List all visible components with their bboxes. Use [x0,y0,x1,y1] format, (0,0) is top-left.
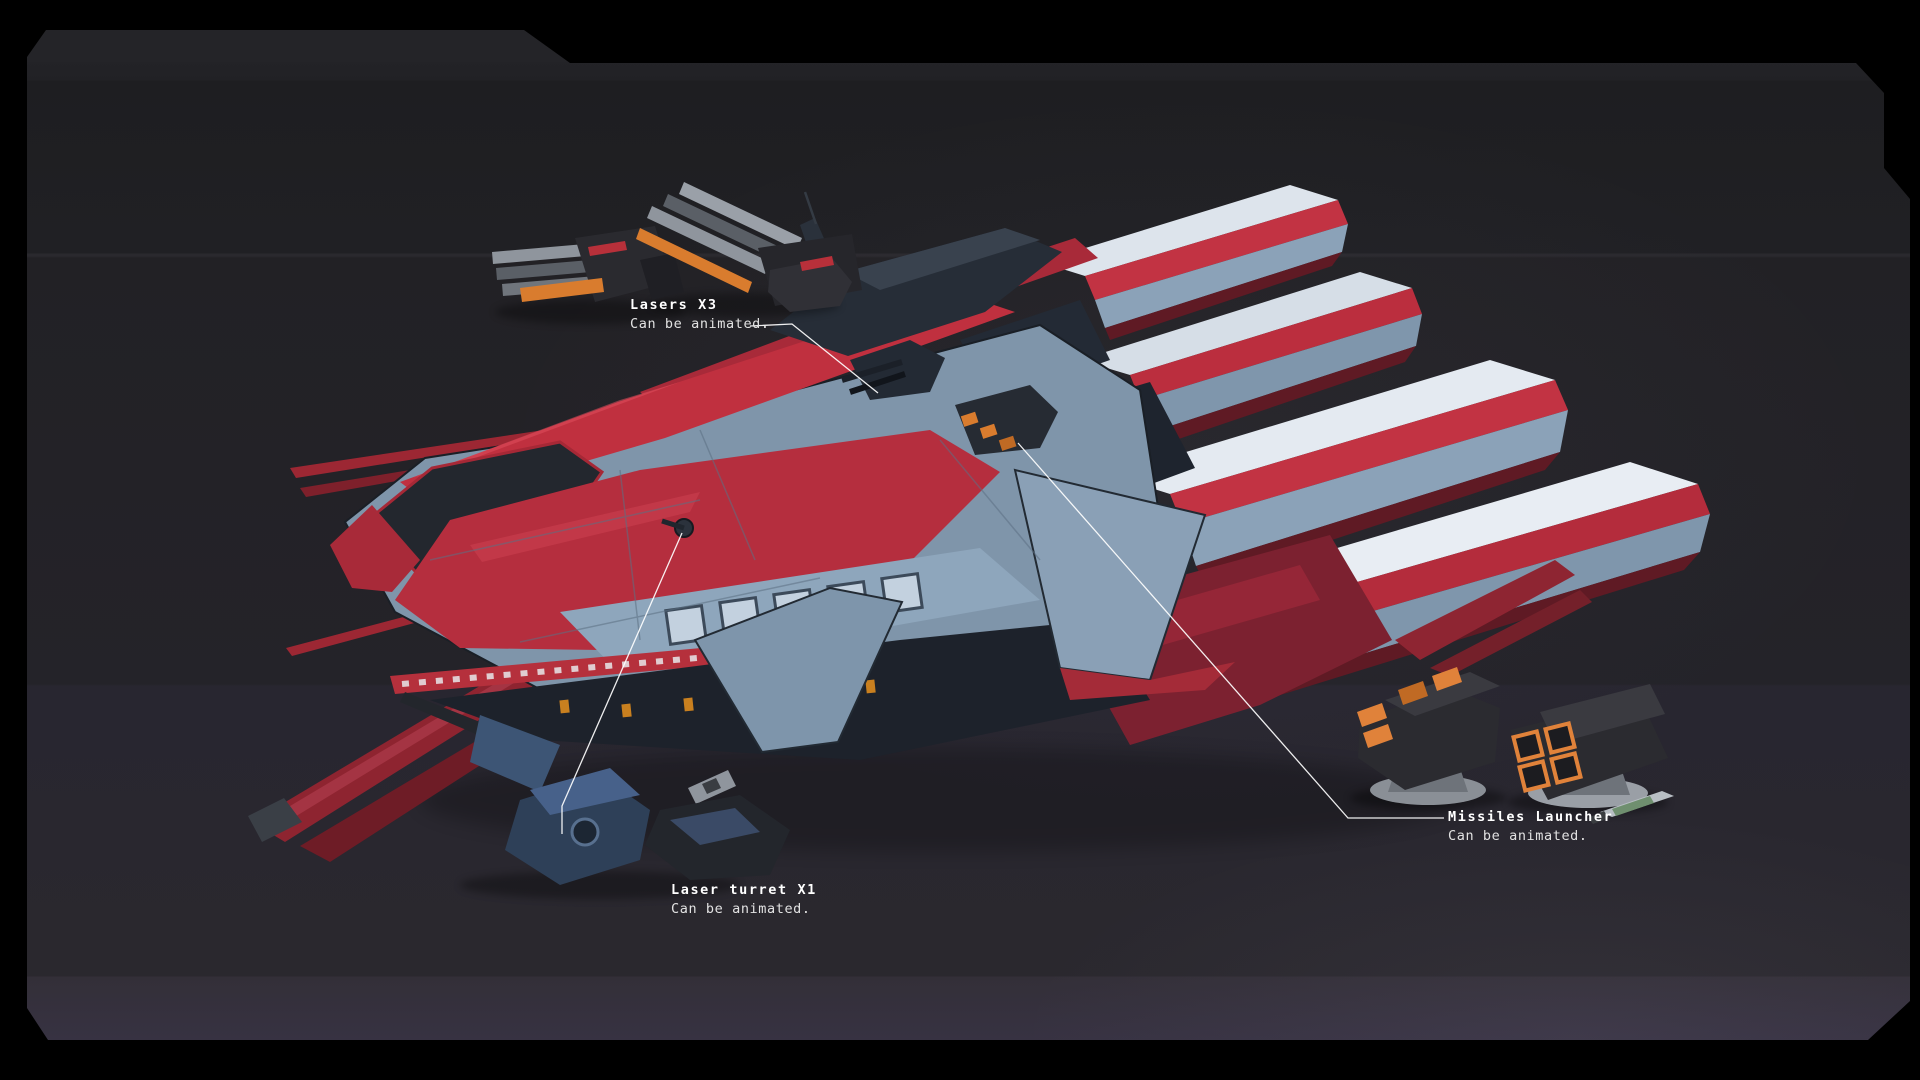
laser-guns-model [492,182,862,324]
callout-lasers-title: Lasers X3 [630,297,718,313]
leader-line-laser-turret [561,532,683,834]
missile-model [1588,791,1674,824]
engine-nacelles [960,185,1710,745]
leader-line-missiles [1017,442,1444,819]
missile-launcher-left-model [1350,667,1506,810]
hull-turret-mount [661,518,694,538]
leader-line-lasers [749,323,879,394]
callout-laser-turret: Laser turret X1 Can be animated. [671,882,817,917]
callout-missiles-launcher: Missiles Launcher Can be animated. [1448,809,1613,844]
leader-lines [561,323,1444,834]
missile-launcher-right-model [1508,684,1668,814]
callout-lasers: Lasers X3 Can be animated. [630,297,770,332]
mounted-lasers [841,340,945,400]
callout-laser-turret-title: Laser turret X1 [671,882,817,898]
main-hull [330,238,1235,760]
spine-superstructure [661,191,1062,538]
mounted-missile-pod [955,385,1058,455]
callout-laser-turret-subtitle: Can be animated. [671,901,811,917]
callout-missiles-launcher-title: Missiles Launcher [1448,809,1614,825]
callout-missiles-launcher-subtitle: Can be animated. [1448,828,1588,844]
callout-lasers-subtitle: Can be animated. [630,316,770,332]
laser-turret-model [400,692,790,899]
